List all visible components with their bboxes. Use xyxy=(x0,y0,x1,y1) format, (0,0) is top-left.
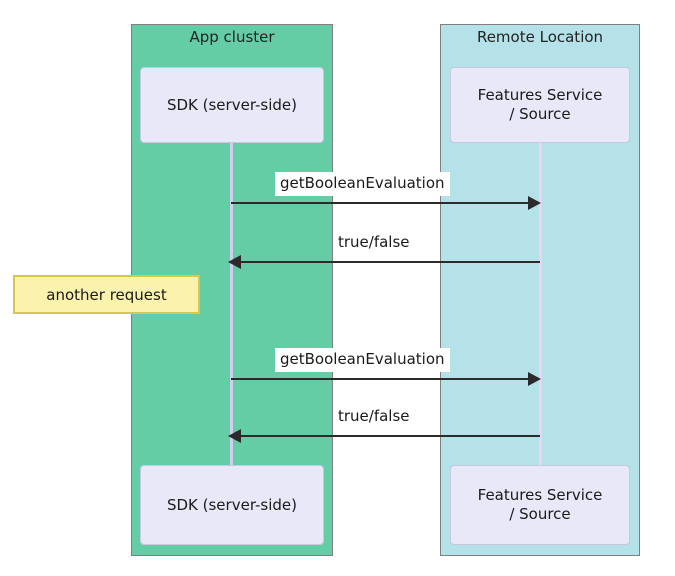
participant-features-service-bottom-line1: Features Service xyxy=(477,486,603,504)
participant-features-service-bottom-line2: / Source xyxy=(509,505,571,523)
lifeline-features-service xyxy=(539,143,542,465)
participant-features-service-top[interactable]: Features Service / Source xyxy=(450,67,630,143)
message-line-4 xyxy=(237,435,540,437)
participant-features-service-top-line2: / Source xyxy=(509,105,571,123)
message-label-3: getBooleanEvaluation xyxy=(275,348,450,372)
message-label-1: getBooleanEvaluation xyxy=(275,172,450,196)
message-line-3 xyxy=(231,378,530,380)
participant-features-service-bottom[interactable]: Features Service / Source xyxy=(450,465,630,545)
participant-features-service-top-label: Features Service / Source xyxy=(478,86,603,124)
arrow-head-left-4 xyxy=(228,429,241,443)
note-another-request-label: another request xyxy=(46,285,167,304)
group-title-app-cluster: App cluster xyxy=(189,28,275,46)
group-title-remote-location: Remote Location xyxy=(476,28,604,46)
message-label-2: true/false xyxy=(333,231,415,255)
arrow-head-left-2 xyxy=(228,255,241,269)
participant-sdk-bottom[interactable]: SDK (server-side) xyxy=(140,465,324,545)
participant-sdk-top-label: SDK (server-side) xyxy=(166,95,298,114)
participant-sdk-bottom-label: SDK (server-side) xyxy=(166,495,298,514)
message-label-4: true/false xyxy=(333,405,415,429)
participant-features-service-top-line1: Features Service xyxy=(477,86,603,104)
arrow-head-right-1 xyxy=(528,196,541,210)
message-line-1 xyxy=(231,202,530,204)
arrow-head-right-3 xyxy=(528,372,541,386)
lifeline-sdk xyxy=(230,143,233,465)
note-another-request[interactable]: another request xyxy=(13,275,200,314)
message-line-2 xyxy=(237,261,540,263)
participant-features-service-bottom-label: Features Service / Source xyxy=(478,486,603,524)
participant-sdk-top[interactable]: SDK (server-side) xyxy=(140,67,324,143)
